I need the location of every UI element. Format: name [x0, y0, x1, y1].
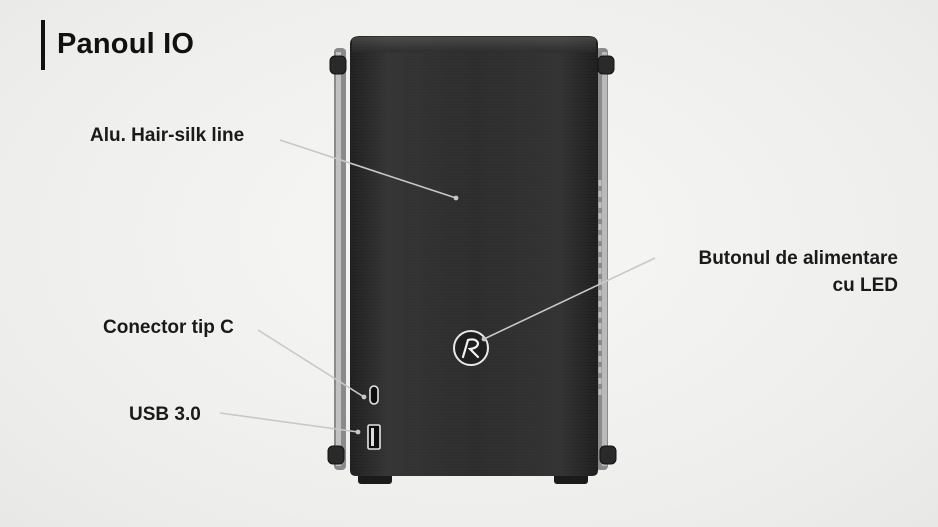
label-power-button: Butonul de alimentare cu LED [698, 245, 898, 299]
title-accent-bar [41, 20, 45, 70]
leader-power [483, 257, 656, 340]
label-type-c: Conector tip C [103, 317, 234, 338]
leader-alu [279, 139, 457, 199]
label-alu-hair-silk: Alu. Hair-silk line [90, 125, 245, 146]
usb-c-port-icon [369, 385, 379, 405]
label-power-line1: Butonul de alimentare [698, 248, 898, 269]
leader-usb [219, 412, 359, 433]
power-button-logo-icon [453, 330, 489, 366]
frame-bolts [327, 55, 617, 465]
label-power-line2: cu LED [832, 275, 898, 296]
leader-typec [257, 329, 365, 398]
label-usb: USB 3.0 [129, 404, 201, 425]
leader-lines [219, 139, 656, 435]
page-title: Panoul IO [57, 28, 195, 60]
